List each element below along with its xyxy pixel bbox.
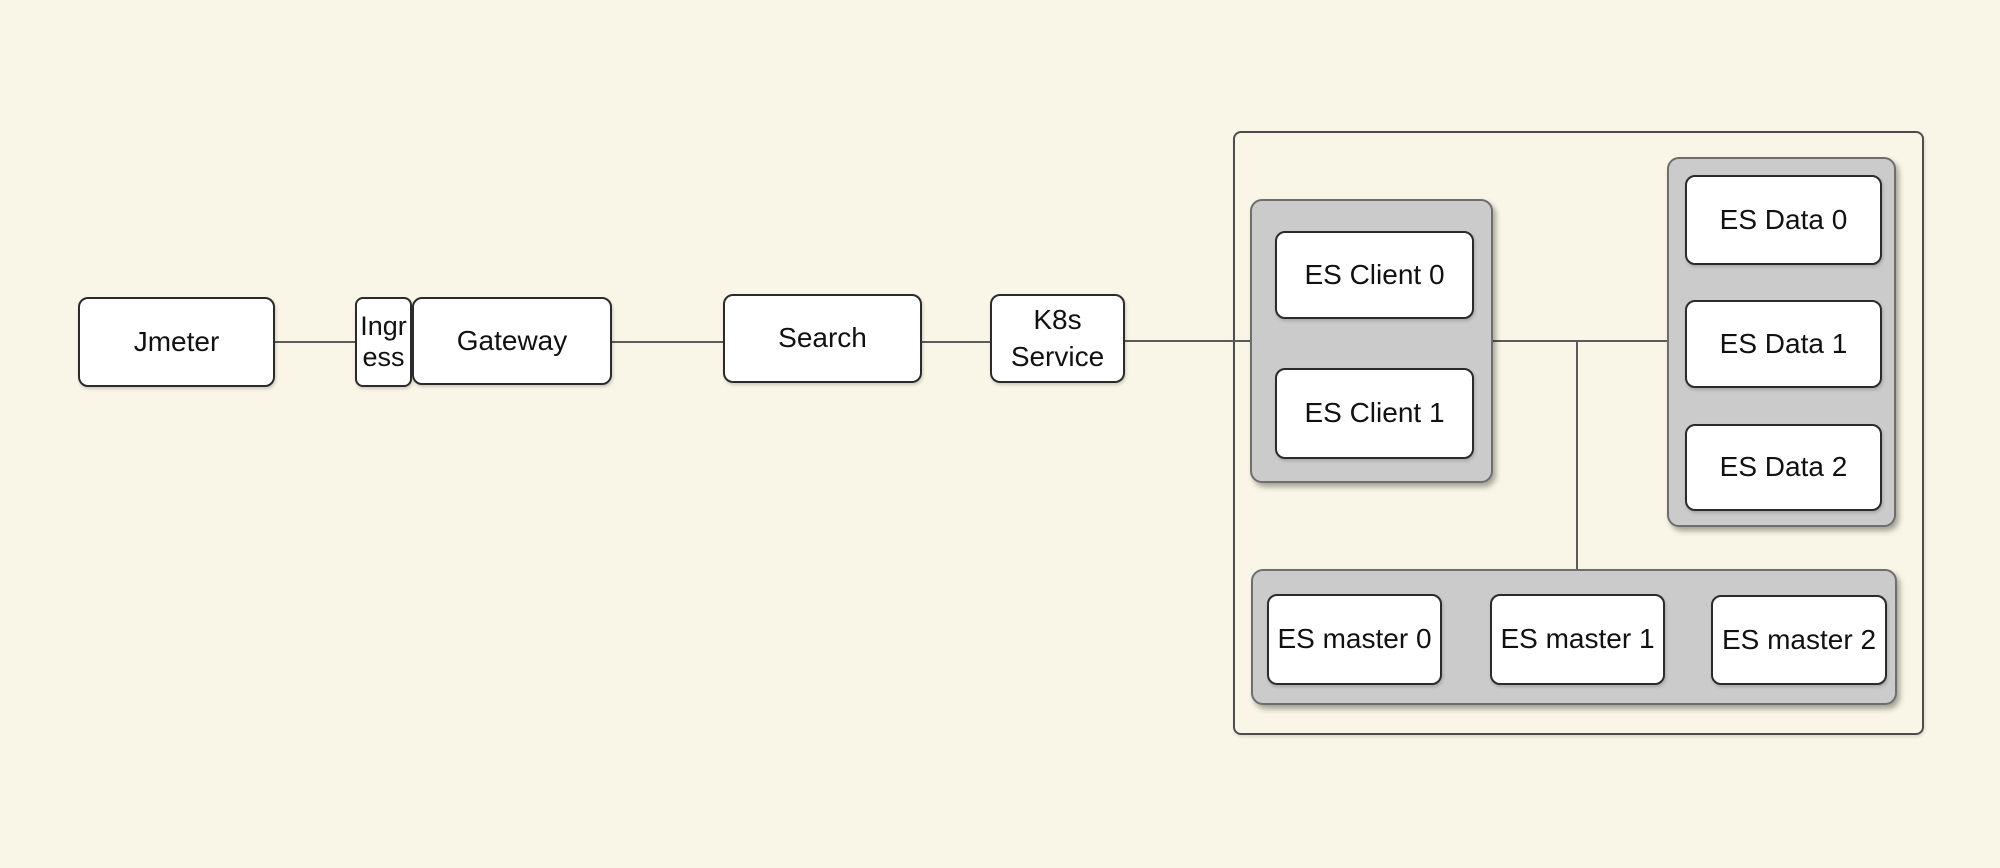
- node-es-client-1-label: ES Client 1: [1304, 397, 1445, 429]
- node-es-data-0-label: ES Data 0: [1719, 203, 1848, 235]
- node-es-data-2-label: ES Data 2: [1719, 451, 1848, 483]
- node-es-master-0: ES master 0: [1267, 594, 1442, 685]
- node-es-data-0: ES Data 0: [1685, 175, 1882, 265]
- edge-es-client-group-es-data-group: [1493, 340, 1667, 342]
- group-es-data: ES Data 0 ES Data 1 ES Data 2: [1667, 157, 1896, 527]
- node-search-label: Search: [778, 322, 867, 354]
- node-es-client-1: ES Client 1: [1275, 368, 1474, 459]
- edge-k8s-service-es-client-group: [1125, 340, 1250, 342]
- node-es-master-0-label: ES master 0: [1277, 623, 1432, 655]
- node-es-data-2: ES Data 2: [1685, 424, 1882, 511]
- edge-branch-es-master-group: [1576, 341, 1578, 569]
- group-es-client: ES Client 0 ES Client 1: [1250, 199, 1493, 483]
- edge-jmeter-ingress: [275, 341, 355, 343]
- node-es-data-1-label: ES Data 1: [1719, 327, 1848, 359]
- node-ingress-label: Ingress: [360, 310, 407, 372]
- node-es-master-1: ES master 1: [1490, 594, 1665, 685]
- edge-gateway-search: [612, 341, 723, 343]
- node-es-client-0-label: ES Client 0: [1304, 258, 1445, 290]
- node-es-client-0: ES Client 0: [1275, 231, 1474, 319]
- node-es-master-1-label: ES master 1: [1500, 623, 1655, 655]
- node-gateway-label: Gateway: [456, 324, 568, 356]
- node-es-master-2-label: ES master 2: [1721, 623, 1877, 655]
- es-cluster-boundary: [1233, 131, 1924, 735]
- node-ingress: Ingress: [355, 297, 412, 387]
- group-es-master: ES master 0 ES master 1 ES master 2: [1251, 569, 1897, 705]
- node-jmeter-label: Jmeter: [133, 325, 220, 357]
- node-k8s-service-label: K8s Service: [1010, 304, 1105, 372]
- node-search: Search: [723, 294, 922, 383]
- node-es-master-2: ES master 2: [1711, 595, 1887, 685]
- edge-search-k8s-service: [922, 341, 990, 343]
- node-k8s-service: K8s Service: [990, 294, 1125, 383]
- node-gateway: Gateway: [412, 297, 612, 385]
- node-jmeter: Jmeter: [78, 297, 275, 387]
- node-es-data-1: ES Data 1: [1685, 300, 1882, 388]
